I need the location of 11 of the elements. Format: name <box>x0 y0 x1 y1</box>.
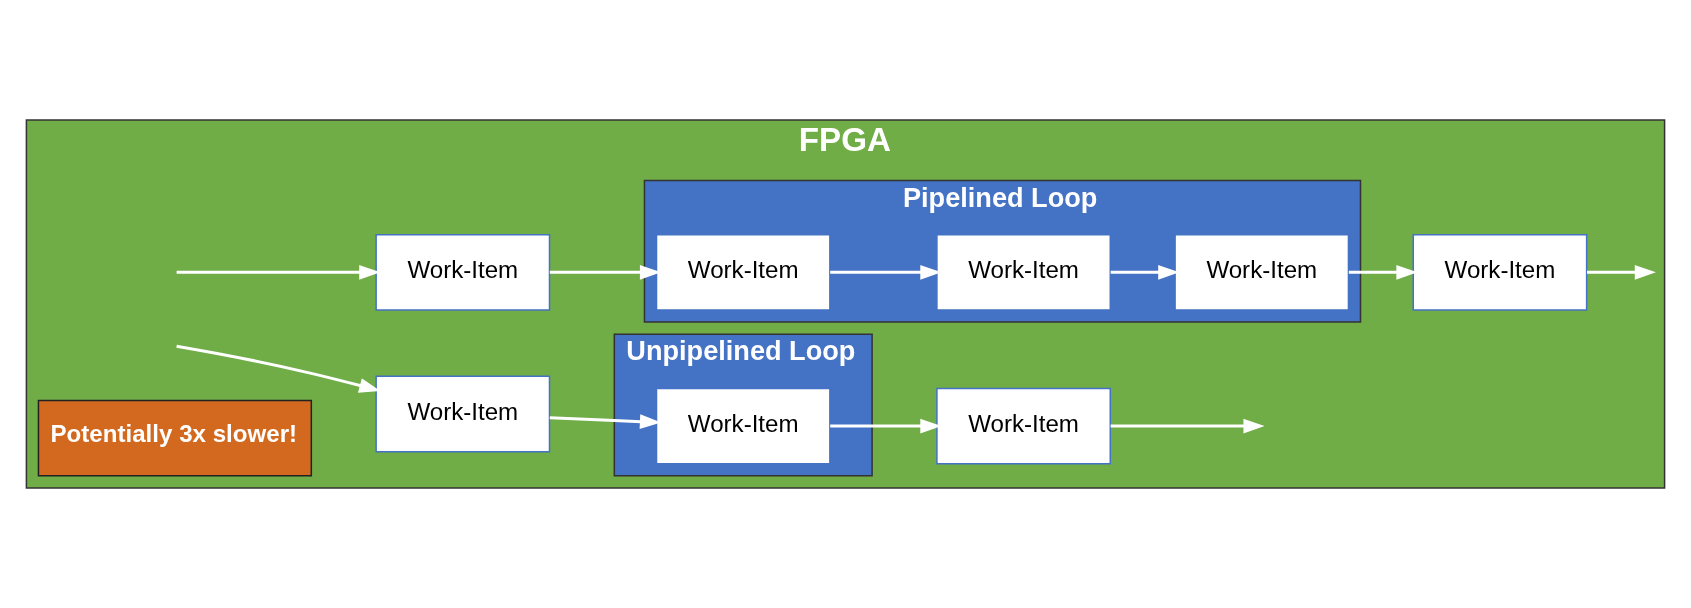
node-box: Work-Item <box>655 387 831 465</box>
node-box: Potentially 3x slower! <box>37 399 313 477</box>
node-box: Work-Item <box>375 233 551 311</box>
node-box: Work-Item <box>1412 233 1588 311</box>
node-box: Work-Item <box>936 233 1112 311</box>
arrow <box>1587 264 1656 280</box>
node-box: Work-Item <box>936 387 1112 465</box>
node-box: Work-Item <box>375 375 551 453</box>
arrow <box>1110 418 1265 434</box>
node-box: Work-Item <box>655 233 831 311</box>
node-box: Work-Item <box>1174 233 1350 311</box>
